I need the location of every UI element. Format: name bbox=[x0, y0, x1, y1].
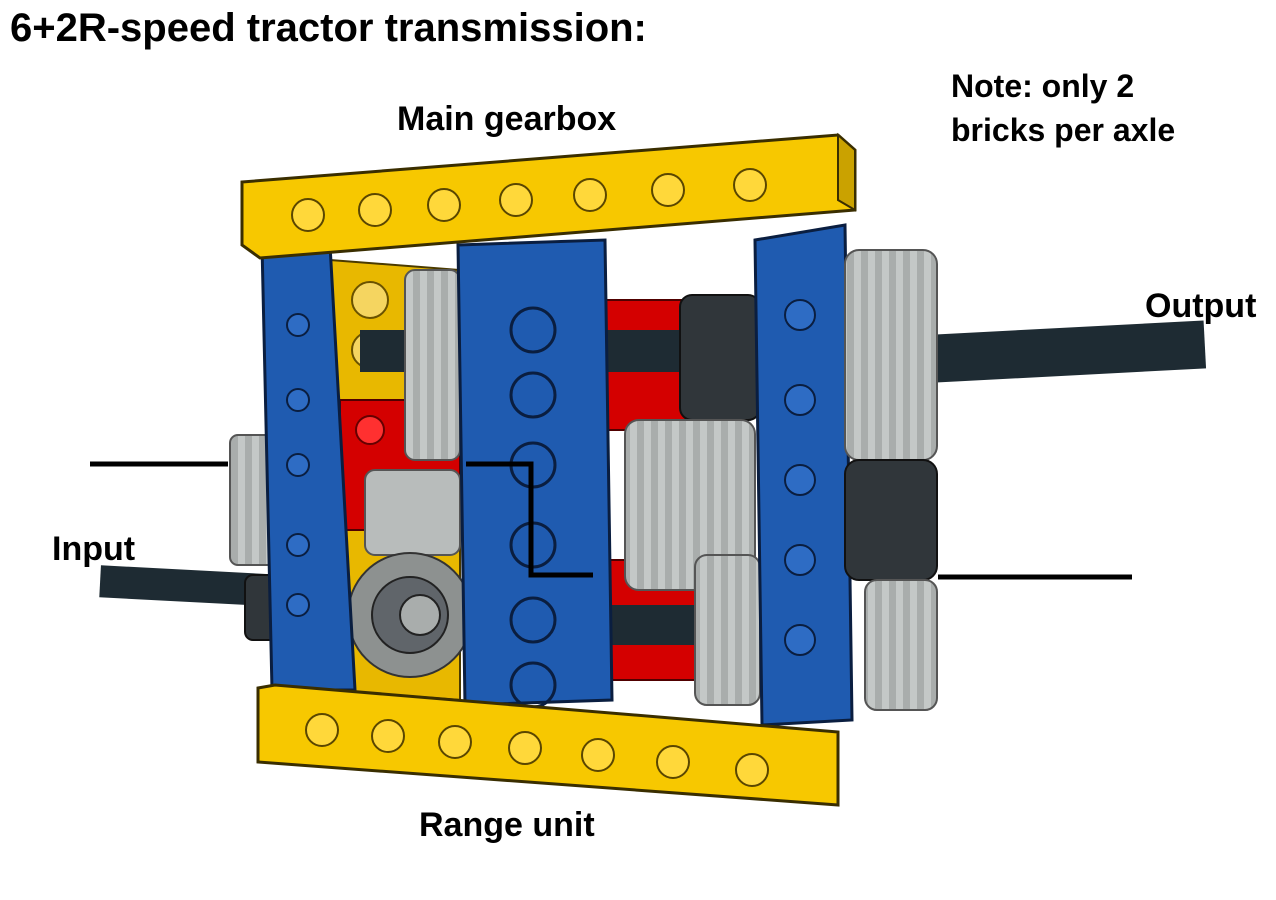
middle-gears bbox=[347, 269, 473, 678]
diagram-title: 6+2R-speed tractor transmission: bbox=[10, 6, 647, 50]
range-unit-label: Range unit bbox=[419, 806, 595, 844]
output-gears bbox=[844, 249, 938, 711]
bottom-yellow-beam bbox=[256, 683, 840, 807]
blue-beams bbox=[260, 223, 854, 727]
note-line-2: bricks per axle bbox=[951, 112, 1176, 148]
top-yellow-beam bbox=[240, 132, 857, 260]
right-gears bbox=[624, 294, 761, 706]
main-gearbox-label: Main gearbox bbox=[397, 100, 617, 138]
divider-lines bbox=[90, 461, 1132, 580]
input-label: Input bbox=[52, 530, 136, 568]
note-line-1: Note: only 2 bbox=[951, 68, 1135, 104]
note-text: Note: only 2 bricks per axle bbox=[951, 64, 1251, 152]
output-label: Output bbox=[1145, 287, 1257, 325]
